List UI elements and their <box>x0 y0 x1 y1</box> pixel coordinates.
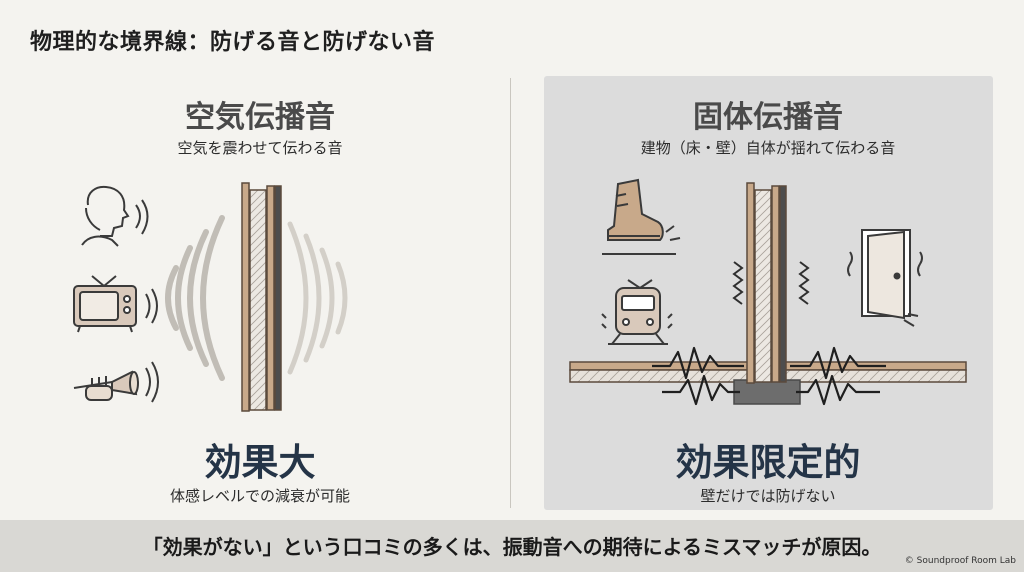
boot-footstep-icon <box>602 178 681 255</box>
floor-vibration-lines <box>652 346 886 406</box>
incoming-sound-waves <box>165 215 225 381</box>
trumpet-icon <box>73 361 159 403</box>
airborne-effect-note: 体感レベルでの減衰が可能 <box>169 487 350 505</box>
person-speaking-icon <box>81 185 149 247</box>
train-icon <box>601 279 673 345</box>
airborne-heading: 空気伝播音 <box>185 100 335 135</box>
television-icon <box>73 275 158 333</box>
attenuated-sound-waves <box>287 221 348 375</box>
door-icon <box>847 229 923 327</box>
right-wall-section <box>746 182 787 384</box>
footer-message: 「効果がない」という口コミの多くは、振動音への期待によるミスマッチが原因。 <box>142 535 882 559</box>
footer-bar <box>0 520 1024 572</box>
structure-borne-effect: 効果限定的 <box>675 441 861 484</box>
structure-borne-heading: 固体伝播音 <box>693 100 843 135</box>
page-title: 物理的な境界線：防げる音と防げない音 <box>30 30 436 55</box>
left-wall-section <box>241 182 282 412</box>
airborne-subtitle: 空気を震わせて伝わる音 <box>177 139 343 157</box>
structure-borne-effect-note: 壁だけでは防げない <box>700 487 836 505</box>
structure-borne-subtitle: 建物（床・壁）自体が揺れて伝わる音 <box>640 139 896 157</box>
wall-vibration-marks <box>732 261 810 305</box>
copyright-notice: © Soundproof Room Lab <box>904 556 1016 566</box>
panel-divider <box>510 78 511 508</box>
airborne-effect: 効果大 <box>204 441 316 484</box>
